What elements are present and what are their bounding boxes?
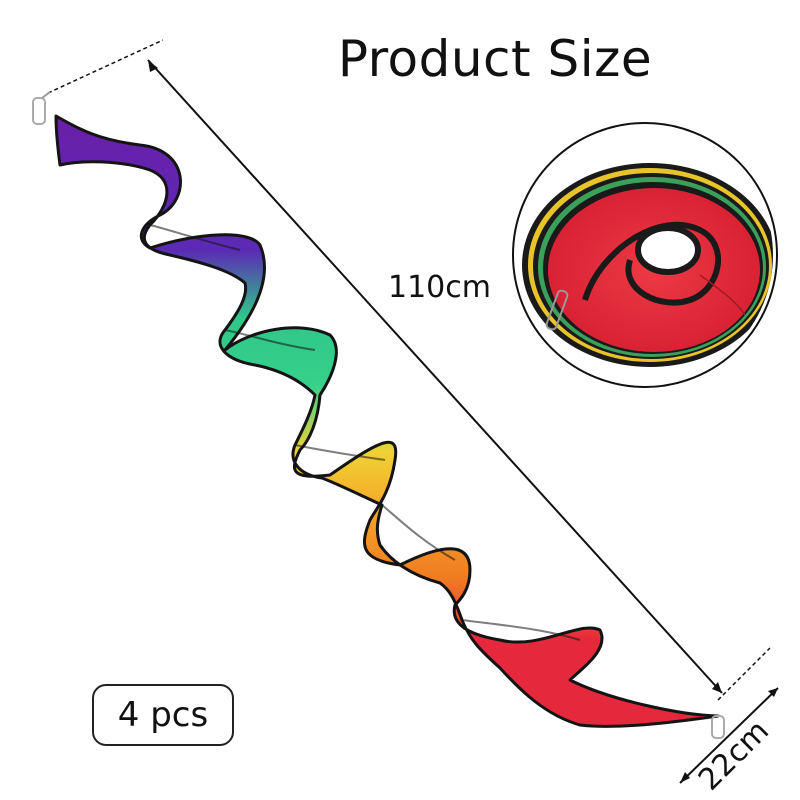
width-dimension-line [679, 687, 779, 784]
rainbow-spiral-streamer [54, 114, 720, 728]
quantity-label: 4 pcs [117, 695, 209, 735]
folded-spiral-inset [512, 122, 778, 388]
quantity-badge: 4 pcs [92, 684, 234, 746]
bottom-clip-icon [711, 715, 725, 739]
top-clip-icon [32, 91, 51, 125]
length-label: 110cm [388, 270, 491, 305]
page-title: Product Size [337, 30, 653, 88]
length-dimension-line [47, 39, 771, 701]
